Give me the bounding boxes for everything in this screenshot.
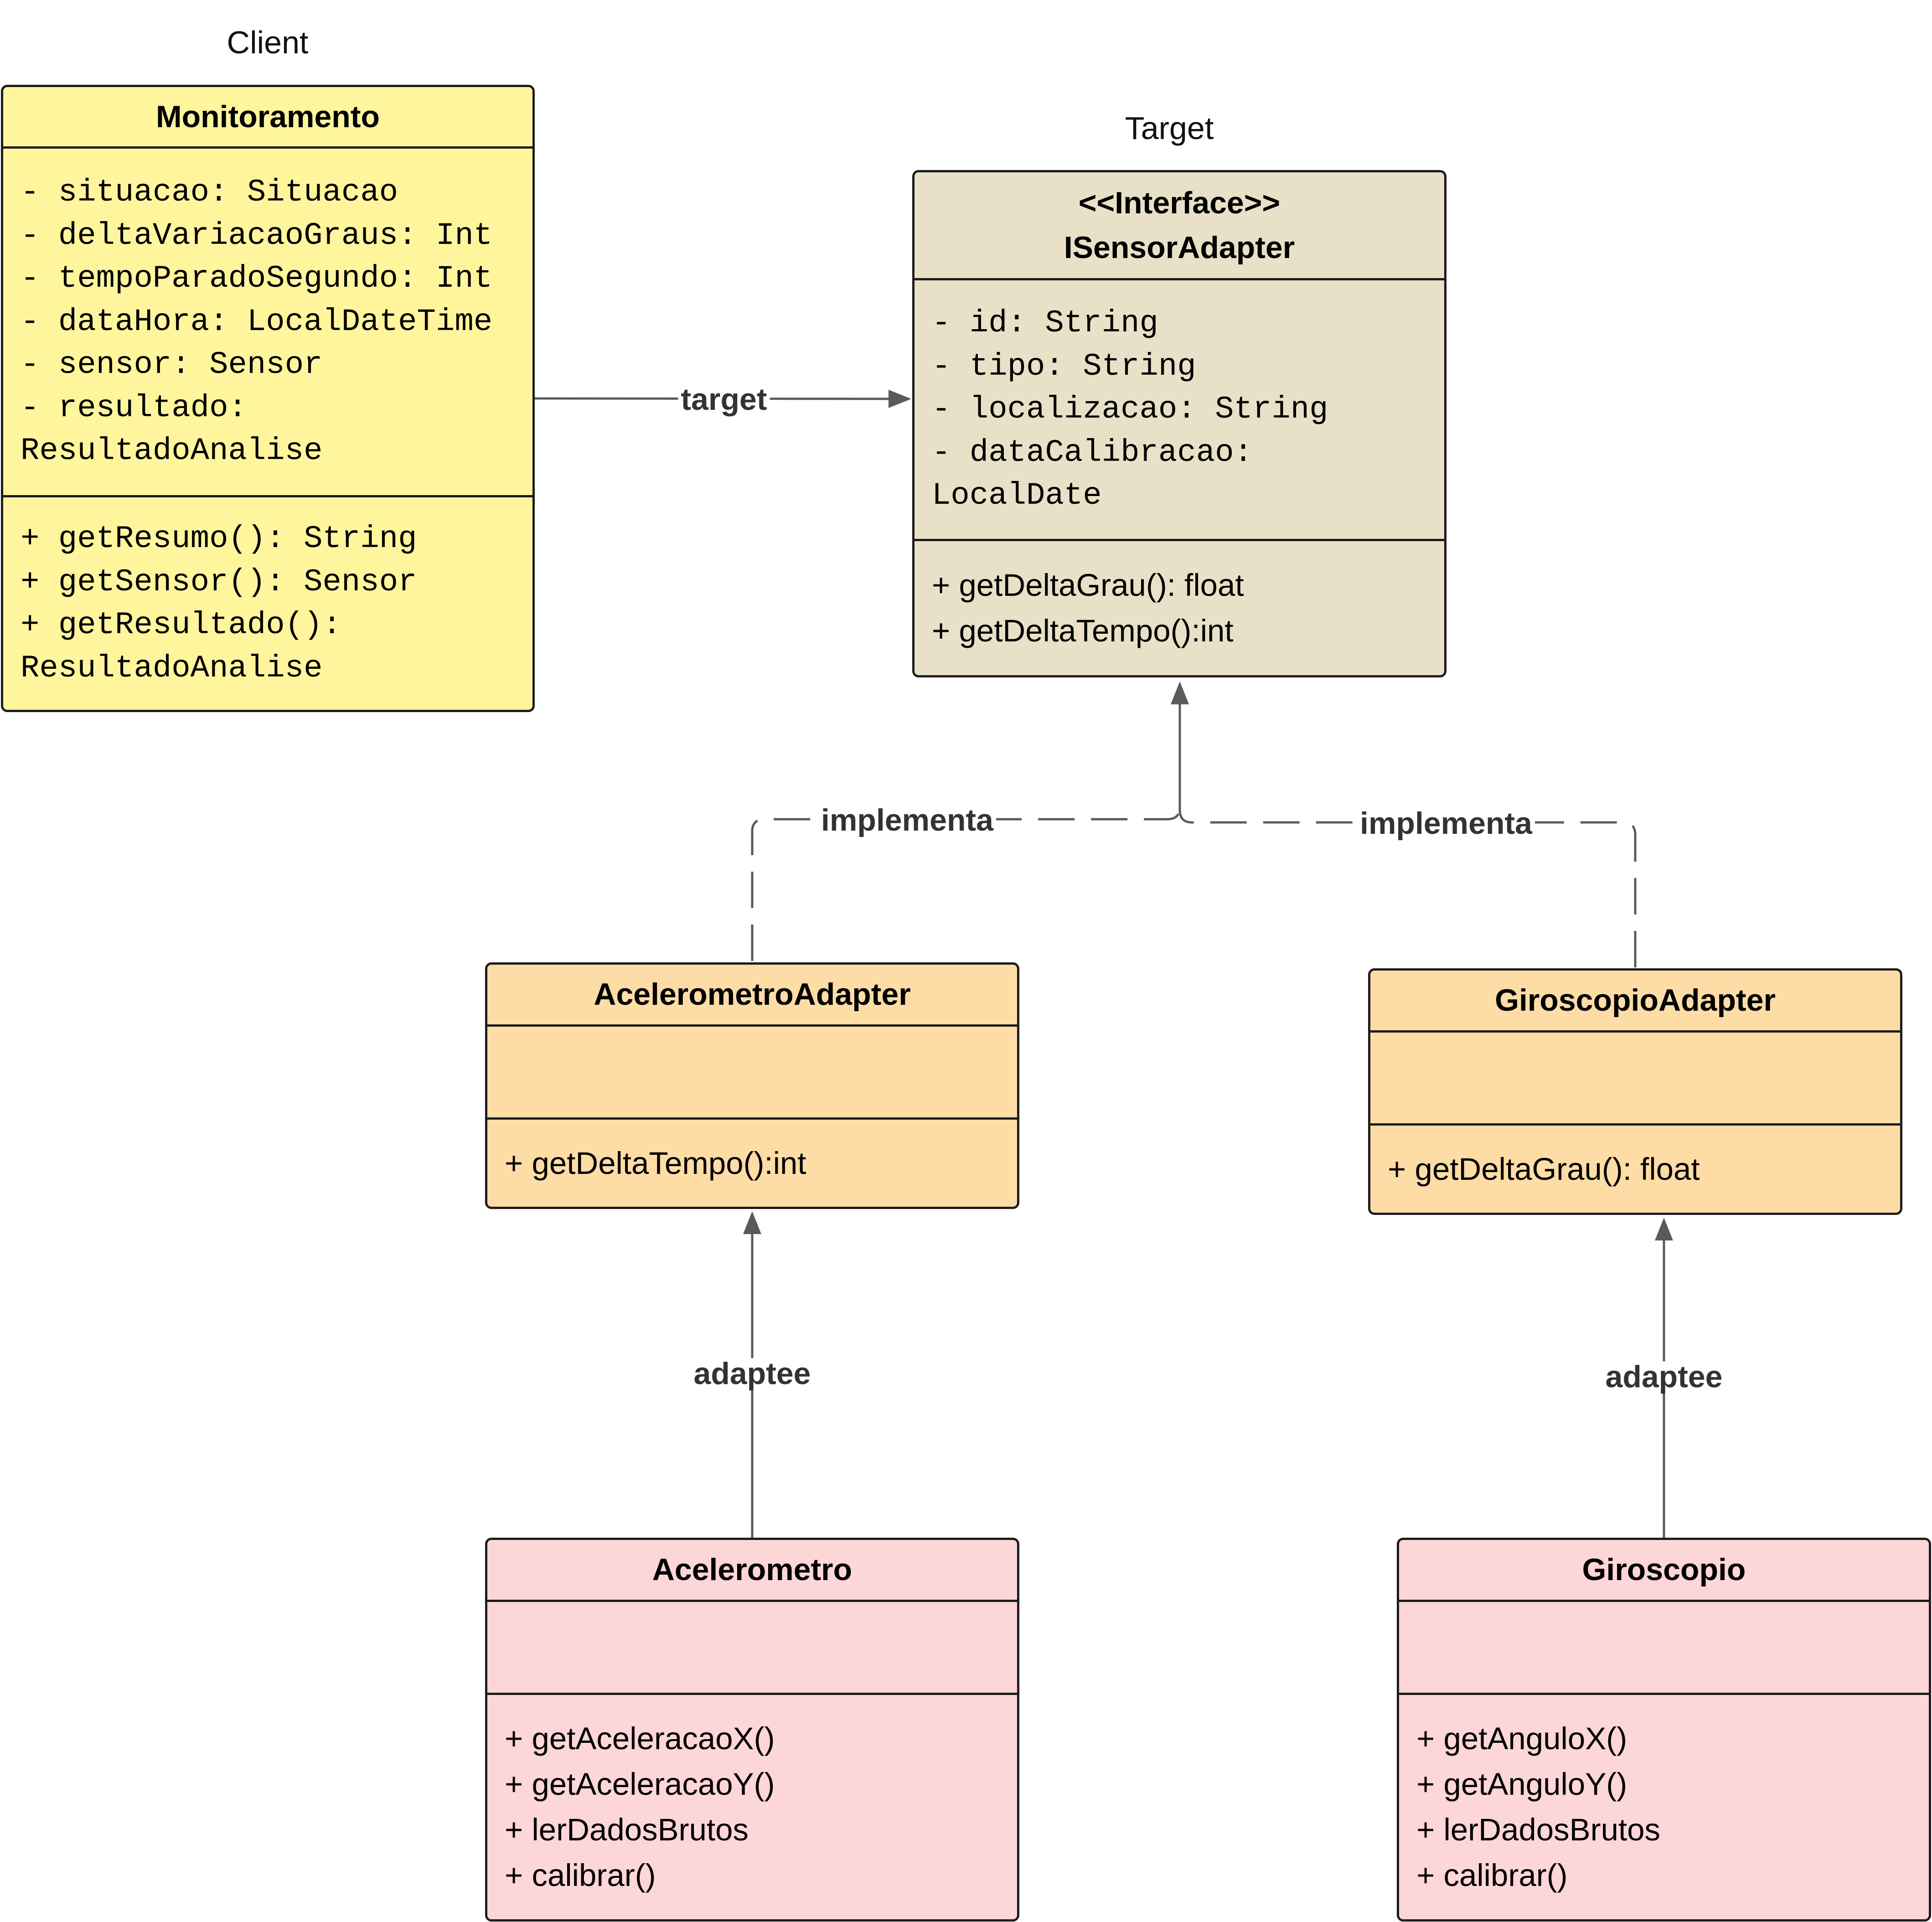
edge-label-implementa-right: implementa (1357, 808, 1535, 839)
method: + getResultado(): (21, 607, 341, 643)
class-name: AcelerometroAdapter (594, 977, 911, 1012)
class-giroscopio-adapter[interactable]: GiroscopioAdapter + getDeltaGrau(): floa… (1368, 968, 1902, 1215)
method: + calibrar() (505, 1858, 656, 1893)
class-name: Acelerometro (652, 1552, 852, 1587)
methods-section: + getDeltaTempo():int (487, 1120, 1017, 1207)
attributes-section: - id: String - tipo: String - localizaca… (914, 280, 1444, 541)
class-header: <<Interface>> ISensorAdapter (914, 172, 1444, 280)
methods-section: + getAnguloX() + getAnguloY() + lerDados… (1399, 1695, 1929, 1919)
class-header: Giroscopio (1399, 1540, 1929, 1602)
attributes-section (1370, 1033, 1900, 1126)
target-label: Target (1125, 110, 1214, 146)
methods-section: + getResumo(): String + getSensor(): Sen… (3, 497, 532, 710)
method: ResultadoAnalise (21, 650, 323, 686)
method: + getDeltaTempo():int (505, 1145, 806, 1181)
method: + lerDadosBrutos (1416, 1812, 1661, 1847)
class-name: ISensorAdapter (1064, 230, 1295, 265)
attribute: - tempoParadoSegundo: Int (21, 261, 493, 297)
attribute: - deltaVariacaoGraus: Int (21, 217, 493, 253)
attributes-section: - situacao: Situacao - deltaVariacaoGrau… (3, 149, 532, 497)
method: + getDeltaTempo():int (932, 613, 1234, 648)
class-name: Giroscopio (1582, 1552, 1746, 1587)
attribute: - tipo: String (932, 348, 1196, 384)
attributes-section (1399, 1602, 1929, 1695)
edge-label-target: target (678, 384, 770, 415)
class-header: Monitoramento (3, 87, 532, 149)
attribute: ResultadoAnalise (21, 433, 323, 469)
method: + getAceleracaoY() (505, 1767, 775, 1802)
attribute: - dataCalibracao: (932, 434, 1253, 470)
edge-label-adaptee-right: adaptee (1602, 1361, 1725, 1392)
method: + getSensor(): Sensor (21, 564, 417, 600)
method: + calibrar() (1416, 1858, 1568, 1893)
client-label: Client (227, 25, 309, 60)
class-header: GiroscopioAdapter (1370, 971, 1900, 1033)
method: + getAnguloY() (1416, 1767, 1627, 1802)
method: + getAceleracaoX() (505, 1721, 775, 1756)
method: + lerDadosBrutos (505, 1812, 749, 1847)
class-monitoramento[interactable]: Monitoramento - situacao: Situacao - del… (1, 85, 535, 712)
attributes-section (487, 1602, 1017, 1695)
class-name: GiroscopioAdapter (1495, 983, 1776, 1018)
edge-label-adaptee-left: adaptee (691, 1358, 814, 1389)
class-isensor-adapter[interactable]: <<Interface>> ISensorAdapter - id: Strin… (912, 170, 1446, 677)
method: + getAnguloX() (1416, 1721, 1627, 1756)
attribute: - id: String (932, 305, 1158, 341)
attribute: - resultado: (21, 390, 247, 426)
class-acelerometro[interactable]: Acelerometro + getAceleracaoX() + getAce… (485, 1538, 1019, 1922)
edge-label-implementa-left: implementa (818, 805, 996, 836)
class-acelerometro-adapter[interactable]: AcelerometroAdapter + getDeltaTempo():in… (485, 962, 1019, 1209)
attribute: - situacao: Situacao (21, 175, 398, 211)
attribute: - dataHora: LocalDateTime (21, 304, 493, 340)
methods-section: + getDeltaGrau(): float + getDeltaTempo(… (914, 541, 1444, 675)
methods-section: + getDeltaGrau(): float (1370, 1126, 1900, 1213)
attribute: - localizacao: String (932, 392, 1328, 428)
edge-implementa-right (1171, 682, 1637, 967)
methods-section: + getAceleracaoX() + getAceleracaoY() + … (487, 1695, 1017, 1919)
attribute: LocalDate (932, 478, 1102, 514)
attributes-section (487, 1027, 1017, 1120)
attribute: - sensor: Sensor (21, 347, 323, 383)
method: + getResumo(): String (21, 521, 417, 557)
method: + getDeltaGrau(): float (1388, 1151, 1700, 1187)
class-giroscopio[interactable]: Giroscopio + getAnguloX() + getAnguloY()… (1397, 1538, 1931, 1922)
class-name: Monitoramento (155, 99, 380, 134)
class-stereotype: <<Interface>> (1078, 186, 1281, 220)
class-header: Acelerometro (487, 1540, 1017, 1602)
method: + getDeltaGrau(): float (932, 568, 1244, 603)
class-header: AcelerometroAdapter (487, 965, 1017, 1027)
